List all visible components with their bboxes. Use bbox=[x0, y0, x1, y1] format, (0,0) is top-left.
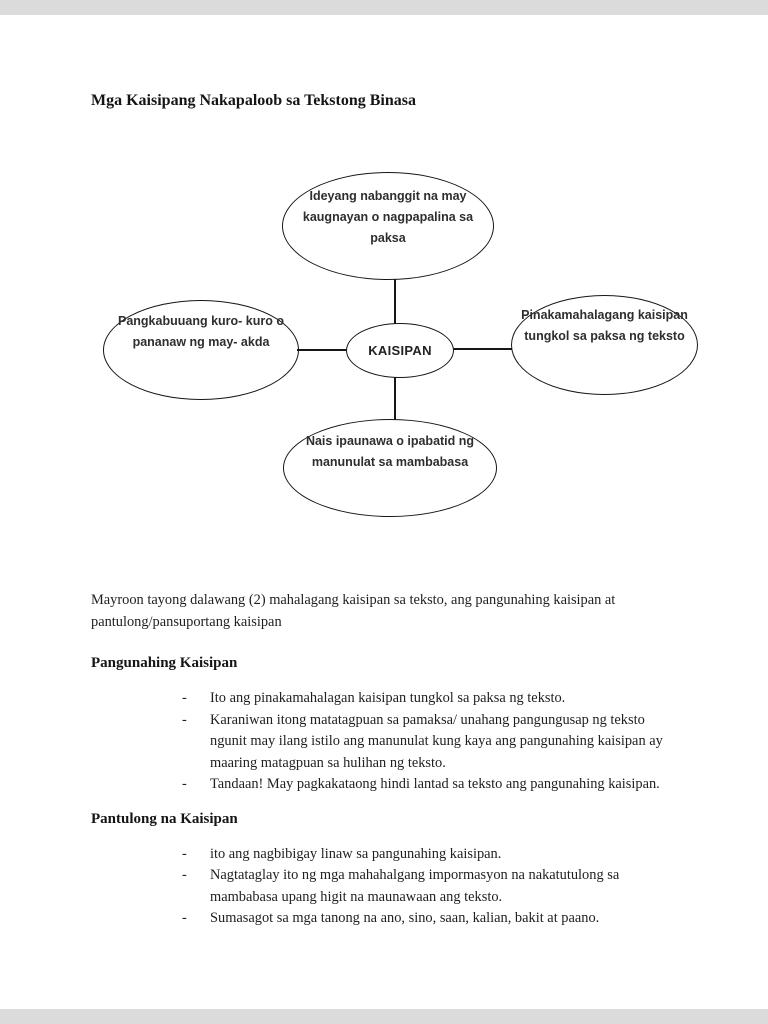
bullet-dash: - bbox=[182, 910, 187, 926]
concept-node-left: Pangkabuuang kuro- kuro o pananaw ng may… bbox=[103, 300, 299, 400]
concept-node-top-label: Ideyang nabanggit na may kaugnayan o nag… bbox=[302, 189, 474, 245]
section-heading: Pantulong na Kaisipan bbox=[91, 810, 238, 827]
list-item: - Tandaan! May pagkakataong hindi lantad… bbox=[91, 774, 683, 796]
bullet-dash: - bbox=[182, 867, 187, 883]
concept-node-right-label: Pinakamahalagang kaisipan tungkol sa pak… bbox=[521, 308, 688, 343]
list-item-text: Nagtataglay ito ng mga mahahalgang impor… bbox=[210, 867, 620, 905]
connector-top bbox=[394, 279, 396, 324]
letterbox-bottom bbox=[0, 1009, 768, 1024]
connector-left bbox=[297, 349, 347, 351]
bullet-dash: - bbox=[182, 845, 187, 862]
page-title: Mga Kaisipang Nakapaloob sa Tekstong Bin… bbox=[91, 92, 416, 109]
list-item: - Nagtataglay ito ng mga mahahalgang imp… bbox=[91, 865, 683, 908]
bullet-dash: - bbox=[182, 690, 187, 706]
list-item: - ito ang nagbibigay linaw sa pangunahin… bbox=[91, 844, 683, 866]
list-item: - Karaniwan itong matatagpuan sa pamaksa… bbox=[91, 710, 683, 775]
bullet-dash: - bbox=[182, 776, 187, 792]
connector-bottom bbox=[394, 377, 396, 420]
concept-node-bottom-label: Nais ipaunawa o ipabatid ng manunulat sa… bbox=[305, 434, 475, 469]
concept-node-center-label: KAISIPAN bbox=[368, 343, 432, 358]
list-item-text: Tandaan! May pagkakataong hindi lantad s… bbox=[210, 776, 660, 792]
concept-node-center: KAISIPAN bbox=[346, 323, 454, 378]
concept-map-diagram: Ideyang nabanggit na may kaugnayan o nag… bbox=[103, 172, 698, 517]
connector-right bbox=[453, 348, 512, 350]
concept-node-top: Ideyang nabanggit na may kaugnayan o nag… bbox=[282, 172, 494, 280]
list-item-text: Karaniwan itong matatagpuan sa pamaksa/ … bbox=[210, 711, 663, 771]
intro-paragraph: Mayroon tayong dalawang (2) mahalagang k… bbox=[91, 592, 616, 630]
bullet-list: - ito ang nagbibigay linaw sa pangunahin… bbox=[91, 844, 683, 930]
bullet-list: - Ito ang pinakamahalagan kaisipan tungk… bbox=[91, 688, 683, 796]
bullet-dash: - bbox=[182, 711, 187, 728]
section-heading: Pangunahing Kaisipan bbox=[91, 655, 238, 671]
section-pantulong-na-kaisipan: Pantulong na Kaisipan - ito ang nagbibig… bbox=[91, 808, 683, 930]
body-text: Mayroon tayong dalawang (2) mahalagang k… bbox=[91, 589, 683, 930]
list-item: - Ito ang pinakamahalagan kaisipan tungk… bbox=[91, 688, 683, 710]
section-pangunahing-kaisipan: Pangunahing Kaisipan - Ito ang pinakamah… bbox=[91, 652, 683, 796]
concept-node-right: Pinakamahalagang kaisipan tungkol sa pak… bbox=[511, 295, 698, 395]
list-item-text: ito ang nagbibigay linaw sa pangunahing … bbox=[210, 845, 502, 862]
list-item: - Sumasagot sa mga tanong na ano, sino, … bbox=[91, 908, 683, 930]
letterbox-top bbox=[0, 0, 768, 15]
list-item-text: Ito ang pinakamahalagan kaisipan tungkol… bbox=[210, 690, 566, 706]
concept-node-bottom: Nais ipaunawa o ipabatid ng manunulat sa… bbox=[283, 419, 497, 517]
list-item-text: Sumasagot sa mga tanong na ano, sino, sa… bbox=[210, 910, 600, 926]
concept-node-left-label: Pangkabuuang kuro- kuro o pananaw ng may… bbox=[118, 314, 284, 349]
